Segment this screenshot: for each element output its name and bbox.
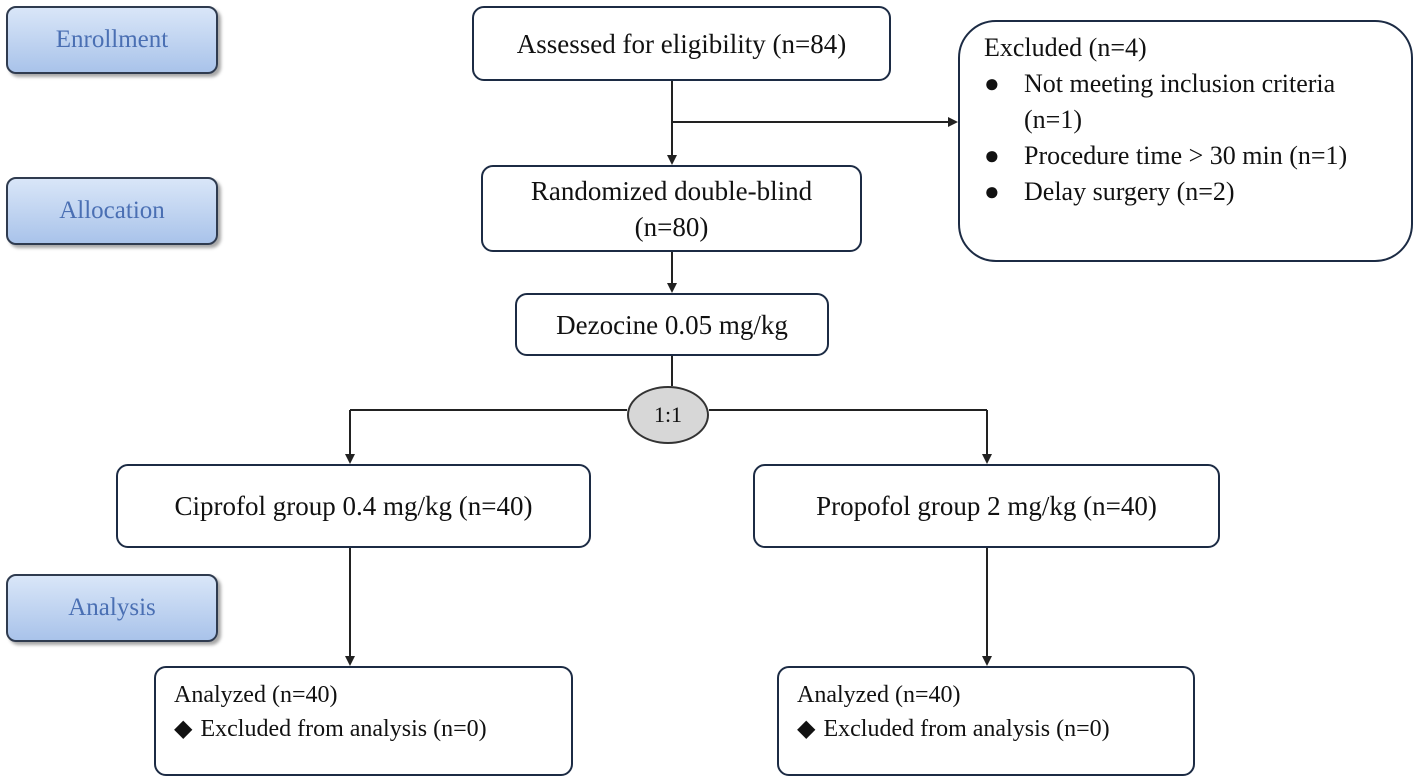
- stage-analysis-label: Analysis: [68, 594, 156, 621]
- analyzed-left-excluded-row: ◆ Excluded from analysis (n=0): [174, 712, 553, 746]
- excluded-title: Excluded (n=4): [984, 33, 1147, 62]
- propofol-text: Propofol group 2 mg/kg (n=40): [816, 491, 1157, 521]
- randomized-box: Randomized double-blind (n=80): [481, 165, 862, 252]
- stage-enrollment-label: Enrollment: [55, 26, 169, 53]
- analyzed-right-title: Analyzed (n=40): [797, 682, 961, 708]
- diamond-icon: ◆: [174, 716, 193, 742]
- stage-allocation-label: Allocation: [59, 197, 165, 224]
- assessed-box: Assessed for eligibility (n=84): [472, 6, 891, 81]
- randomized-line1: Randomized double-blind: [530, 175, 813, 206]
- analyzed-right-excluded-text: Excluded from analysis (n=0): [823, 716, 1110, 742]
- excluded-item: ● Procedure time > 30 min (n=1): [984, 138, 1389, 174]
- randomized-line2: (n=80): [634, 211, 709, 242]
- excluded-item-text: Procedure time > 30 min (n=1): [1024, 141, 1348, 170]
- bullet-icon: ●: [984, 141, 1000, 170]
- excluded-item: ● Delay surgery (n=2): [984, 174, 1389, 210]
- stage-enrollment: Enrollment: [6, 6, 218, 74]
- assessed-text: Assessed for eligibility (n=84): [516, 28, 847, 59]
- stage-allocation: Allocation: [6, 177, 218, 245]
- bullet-icon: ●: [984, 69, 1000, 98]
- bullet-icon: ●: [984, 177, 1000, 206]
- analyzed-left-excluded-text: Excluded from analysis (n=0): [200, 716, 487, 742]
- diamond-icon: ◆: [797, 716, 816, 742]
- ratio-node: 1:1: [627, 386, 709, 444]
- ciprofol-text: Ciprofol group 0.4 mg/kg (n=40): [174, 491, 533, 521]
- ciprofol-box: Ciprofol group 0.4 mg/kg (n=40): [116, 464, 591, 548]
- excluded-item: ● Not meeting inclusion criteria (n=1): [984, 66, 1389, 138]
- analyzed-right-excluded-row: ◆ Excluded from analysis (n=0): [797, 712, 1175, 746]
- analysis-right-box: Analyzed (n=40) ◆ Excluded from analysis …: [777, 666, 1195, 776]
- excluded-item-text: Not meeting inclusion criteria (n=1): [1024, 69, 1336, 134]
- dezocine-text: Dezocine 0.05 mg/kg: [556, 309, 788, 340]
- excluded-item-text: Delay surgery (n=2): [1024, 177, 1235, 206]
- dezocine-box: Dezocine 0.05 mg/kg: [515, 293, 829, 356]
- excluded-box: Excluded (n=4) ● Not meeting inclusion c…: [958, 20, 1413, 262]
- ratio-text: 1:1: [653, 402, 683, 427]
- analyzed-left-title: Analyzed (n=40): [174, 682, 338, 708]
- stage-analysis: Analysis: [6, 574, 218, 642]
- propofol-box: Propofol group 2 mg/kg (n=40): [753, 464, 1220, 548]
- analysis-left-box: Analyzed (n=40) ◆ Excluded from analysis …: [154, 666, 573, 776]
